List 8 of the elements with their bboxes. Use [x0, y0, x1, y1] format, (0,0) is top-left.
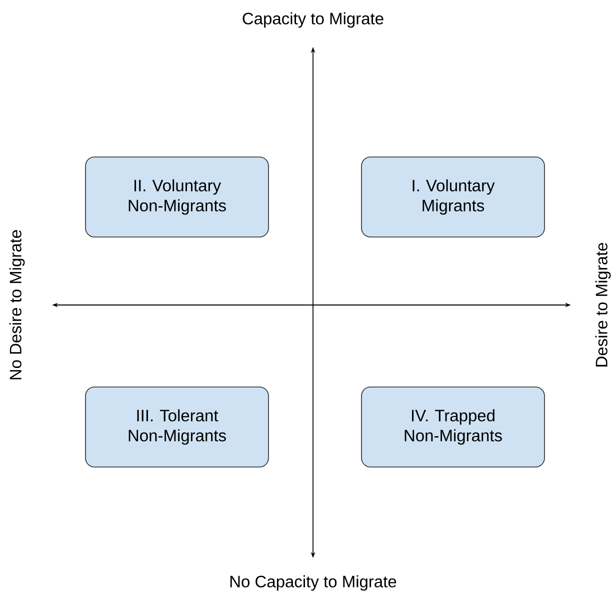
axis-label: No Desire to Migrate: [9, 230, 25, 380]
quadrant-box: I. Voluntary Migrants: [361, 156, 545, 238]
quadrant-box: III. Tolerant Non-Migrants: [85, 386, 269, 468]
axis-label: Desire to Migrate: [595, 242, 611, 366]
axis-label: No Capacity to Migrate: [230, 575, 396, 591]
axis-label: Capacity to Migrate: [242, 12, 384, 28]
quadrant-box: II. Voluntary Non-Migrants: [85, 156, 269, 238]
quadrant-box: IV. Trapped Non-Migrants: [361, 386, 545, 468]
